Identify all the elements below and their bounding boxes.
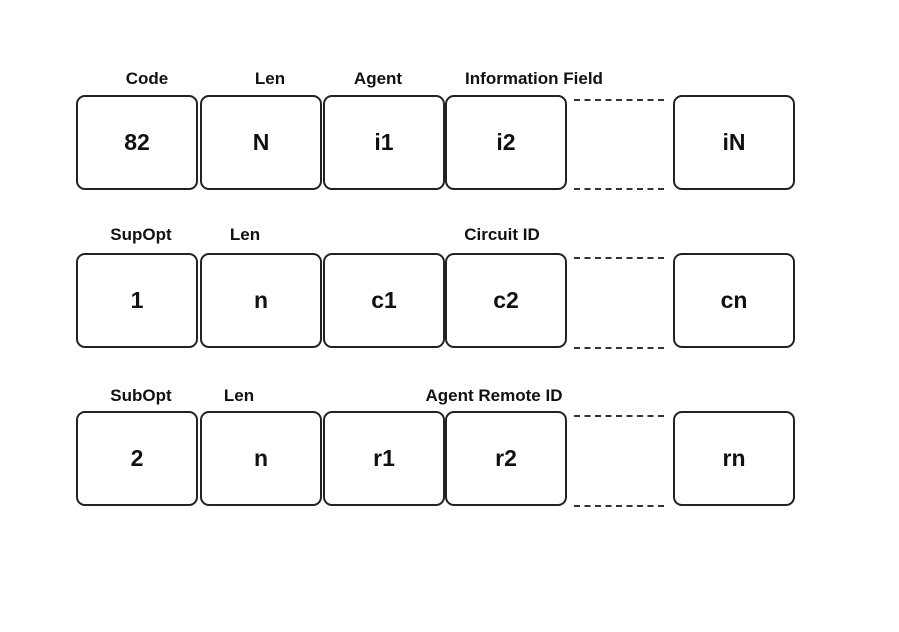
len-header: Len: [229, 225, 261, 244]
subopt-box: 2: [76, 411, 198, 506]
information-field-header: Information Field: [465, 69, 603, 88]
code-box: 82: [76, 95, 198, 190]
info-byte-box: i1: [323, 95, 445, 190]
len-box: n: [200, 253, 322, 348]
continuation-line-top: [574, 257, 664, 259]
code-header: Code: [125, 69, 169, 88]
len-header: Len: [254, 69, 286, 88]
agent-header: Agent: [353, 69, 403, 88]
agent-remote-id-header: Agent Remote ID: [425, 386, 563, 405]
info-last-byte-box: iN: [673, 95, 795, 190]
len-box: n: [200, 411, 322, 506]
option-82-row: Code Len Agent Information Field 82 N i1…: [0, 64, 899, 214]
subopt-header: SupOpt: [110, 225, 172, 244]
circuit-byte-box: c2: [445, 253, 567, 348]
circuit-byte-box: c1: [323, 253, 445, 348]
continuation-line-bottom: [574, 188, 664, 190]
continuation-line-bottom: [574, 505, 664, 507]
subopt-box: 1: [76, 253, 198, 348]
circuit-id-header: Circuit ID: [464, 225, 540, 244]
subopt-header: SubOpt: [110, 386, 172, 405]
circuit-id-row: SupOpt Len Circuit ID 1 n c1 c2 cn: [0, 222, 899, 372]
circuit-last-byte-box: cn: [673, 253, 795, 348]
remote-id-byte-box: r1: [323, 411, 445, 506]
continuation-line-bottom: [574, 347, 664, 349]
len-header: Len: [223, 386, 255, 405]
remote-id-row: SubOpt Len Agent Remote ID 2 n r1 r2 rn: [0, 380, 899, 530]
remote-id-last-byte-box: rn: [673, 411, 795, 506]
continuation-line-top: [574, 99, 664, 101]
len-box: N: [200, 95, 322, 190]
remote-id-byte-box: r2: [445, 411, 567, 506]
continuation-line-top: [574, 415, 664, 417]
info-byte-box: i2: [445, 95, 567, 190]
